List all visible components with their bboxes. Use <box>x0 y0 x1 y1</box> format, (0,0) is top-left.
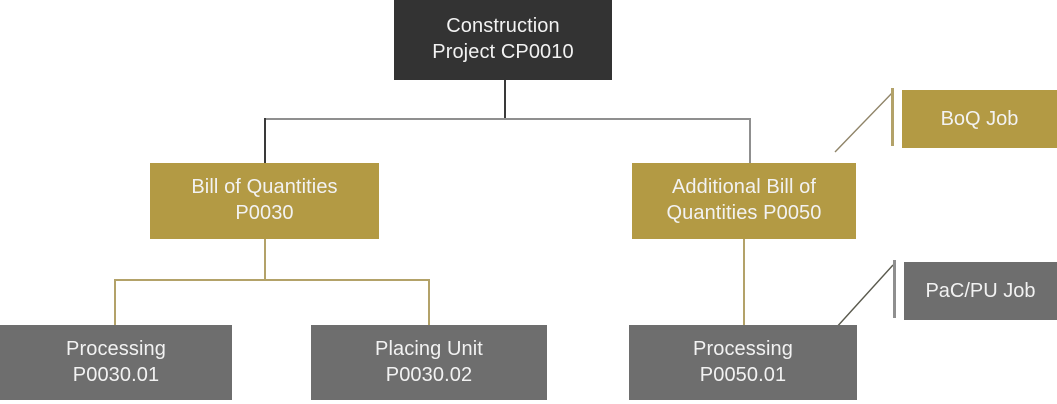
connector-boq-bus <box>114 279 430 281</box>
node-additional-bill-of-quantities-label: Additional Bill of Quantities P0050 <box>666 176 822 224</box>
legend-box-pac-pu-job-label: PaC/PU Job <box>925 279 1036 302</box>
node-placing-unit-p0030-02-label: Placing Unit P0030.02 <box>375 337 483 386</box>
node-processing-p0030-01-label: Processing P0030.01 <box>66 337 166 386</box>
node-construction-project[interactable]: Construction Project CP0010 <box>394 0 612 80</box>
node-processing-p0050-01-label: Processing P0050.01 <box>693 337 793 386</box>
connector-root-to-boq <box>264 118 266 164</box>
node-processing-p0030-01[interactable]: Processing P0030.01 <box>0 325 232 400</box>
legend-leader-line-pac-pu <box>834 264 894 330</box>
node-placing-unit-p0030-02[interactable]: Placing Unit P0030.02 <box>311 325 547 400</box>
legend-tick-boq <box>891 88 894 146</box>
node-bill-of-quantities-label: Bill of Quantities P0030 <box>191 176 338 224</box>
node-processing-p0050-01[interactable]: Processing P0050.01 <box>629 325 857 400</box>
legend-box-boq-job[interactable]: BoQ Job <box>902 90 1057 148</box>
node-additional-bill-of-quantities[interactable]: Additional Bill of Quantities P0050 <box>632 163 856 239</box>
connector-root-to-additional-boq <box>749 118 751 164</box>
connector-boq-to-placing-unit <box>428 279 430 326</box>
legend-box-pac-pu-job[interactable]: PaC/PU Job <box>904 262 1057 320</box>
connector-additional-boq-to-processing <box>743 239 745 326</box>
connector-root-bus <box>264 118 751 120</box>
legend-tick-pac-pu <box>893 260 896 318</box>
node-construction-project-label: Construction Project CP0010 <box>432 15 574 63</box>
connector-boq-stem <box>264 239 266 280</box>
legend-leader-line-boq <box>834 92 893 153</box>
connector-boq-to-processing <box>114 279 116 326</box>
legend-box-boq-job-label: BoQ Job <box>940 107 1019 130</box>
node-bill-of-quantities[interactable]: Bill of Quantities P0030 <box>150 163 379 239</box>
connector-root-stem <box>504 80 506 119</box>
